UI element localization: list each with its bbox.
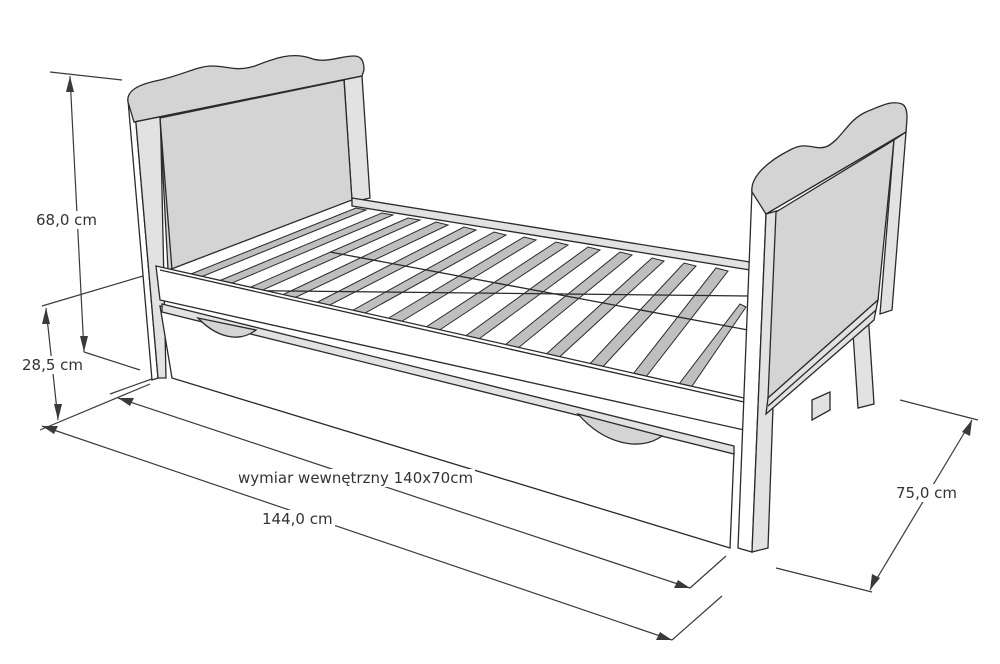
trundle-drawer [159, 303, 735, 549]
dimension-lines [39, 71, 979, 641]
slat-frame [155, 197, 751, 431]
headboard-height-label: 68,0 cm [34, 211, 100, 229]
side-rail-height-label: 28,5 cm [20, 356, 86, 374]
inner-size-label: wymiar wewnętrzny 140x70cm [236, 469, 476, 487]
total-length-label: 144,0 cm [260, 510, 335, 528]
right-footboard [737, 102, 908, 553]
left-headboard [127, 54, 371, 381]
total-width-label: 75,0 cm [894, 484, 960, 502]
